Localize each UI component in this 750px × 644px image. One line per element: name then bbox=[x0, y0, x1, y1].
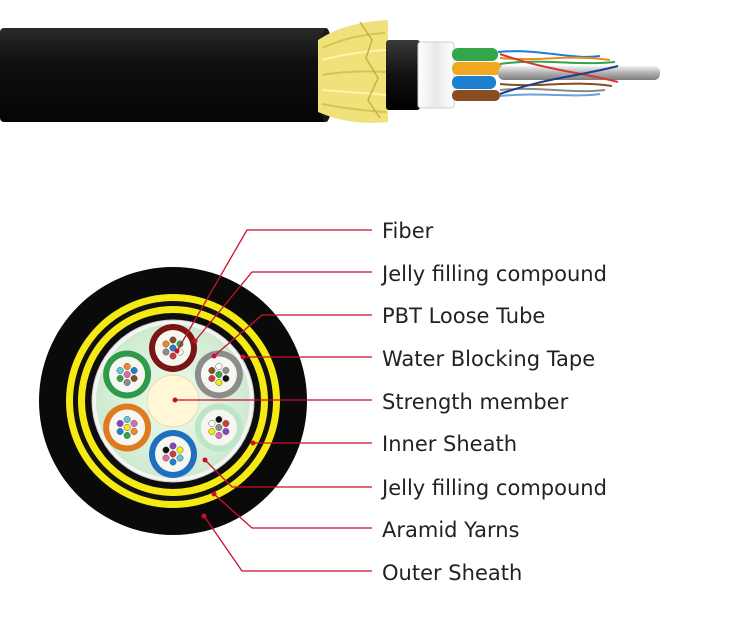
fiber bbox=[215, 416, 223, 423]
cable-side-view bbox=[0, 20, 660, 123]
leader-dot-strength bbox=[172, 397, 178, 403]
fiber bbox=[208, 375, 216, 382]
labels: Fiber Jelly filling compound PBT Loose T… bbox=[380, 219, 607, 585]
fiber bbox=[116, 420, 124, 427]
leader-line-jelly-1 bbox=[194, 271, 372, 342]
fiber bbox=[222, 428, 230, 435]
loose-tube bbox=[103, 403, 152, 452]
fiber bbox=[169, 336, 177, 344]
fiber bbox=[130, 420, 138, 427]
tube-blue-side bbox=[452, 76, 496, 89]
label-pbt-loose-tube: PBT Loose Tube bbox=[382, 304, 545, 328]
leader-dot-jelly-1 bbox=[192, 338, 198, 344]
fiber bbox=[176, 446, 184, 454]
leader-dot-jelly-2 bbox=[202, 457, 208, 463]
loose-tube bbox=[103, 350, 152, 399]
fiber bbox=[208, 367, 216, 374]
fiber bbox=[169, 344, 177, 352]
fiber bbox=[116, 428, 124, 435]
label-fiber: Fiber bbox=[382, 219, 434, 243]
label-jelly-filling-2: Jelly filling compound bbox=[380, 476, 607, 500]
loose-tube bbox=[149, 324, 197, 372]
label-aramid-yarns: Aramid Yarns bbox=[382, 518, 519, 542]
fiber bbox=[130, 428, 138, 435]
loose-tube bbox=[149, 430, 197, 478]
tube-green-side bbox=[452, 48, 498, 61]
fiber bbox=[222, 420, 230, 427]
leader-dot-pbt bbox=[211, 353, 217, 359]
leader-dot-inner-sheath bbox=[250, 440, 256, 446]
fiber bbox=[208, 420, 216, 427]
fiber bbox=[222, 375, 230, 382]
loose-tube bbox=[194, 350, 243, 399]
leader-line-fiber bbox=[176, 229, 372, 352]
fiber bbox=[123, 363, 131, 370]
fiber bbox=[215, 432, 223, 439]
fiber bbox=[162, 348, 170, 356]
fiber bbox=[123, 424, 131, 431]
fiber bbox=[208, 428, 216, 435]
fiber bbox=[116, 367, 124, 374]
fiber bbox=[169, 450, 177, 458]
inner-sheath-side bbox=[386, 40, 420, 110]
tube-orange-side bbox=[452, 62, 502, 75]
aramid-yarns-side bbox=[318, 20, 388, 123]
leader-dot-outer-sheath bbox=[201, 513, 207, 519]
fiber bbox=[162, 446, 170, 454]
fiber bbox=[162, 340, 170, 348]
leader-dot-fiber bbox=[174, 348, 180, 354]
leader-line-aramid bbox=[213, 493, 372, 529]
fiber bbox=[169, 458, 177, 466]
leader-dot-aramid bbox=[211, 491, 217, 497]
fiber bbox=[215, 424, 223, 431]
leader-line-outer-sheath bbox=[203, 515, 372, 572]
fiber bbox=[123, 379, 131, 386]
fiber bbox=[222, 367, 230, 374]
leader-dot-tape bbox=[240, 354, 246, 360]
fibers-side bbox=[497, 50, 619, 97]
water-blocking-tape-side bbox=[417, 41, 455, 109]
label-strength-member: Strength member bbox=[382, 390, 569, 414]
fiber bbox=[116, 375, 124, 382]
fiber bbox=[215, 379, 223, 386]
fiber bbox=[169, 352, 177, 360]
fiber bbox=[130, 375, 138, 382]
fiber bbox=[130, 367, 138, 374]
fiber bbox=[123, 432, 131, 439]
fiber bbox=[162, 454, 170, 462]
fiber bbox=[123, 416, 131, 423]
fiber bbox=[215, 371, 223, 378]
tube-brown-side bbox=[452, 90, 500, 101]
label-outer-sheath: Outer Sheath bbox=[382, 561, 522, 585]
leader-line-pbt bbox=[213, 314, 372, 357]
leader-lines bbox=[172, 229, 372, 572]
leader-line-jelly-2 bbox=[204, 459, 372, 488]
fiber bbox=[169, 442, 177, 450]
loose-tube bbox=[194, 403, 243, 452]
fiber bbox=[215, 363, 223, 370]
label-inner-sheath: Inner Sheath bbox=[382, 432, 517, 456]
outer-sheath-side bbox=[0, 28, 328, 122]
fiber bbox=[123, 371, 131, 378]
loose-tubes bbox=[103, 324, 243, 478]
label-jelly-filling-1: Jelly filling compound bbox=[380, 262, 607, 286]
label-water-blocking-tape: Water Blocking Tape bbox=[382, 347, 595, 371]
fiber bbox=[176, 454, 184, 462]
